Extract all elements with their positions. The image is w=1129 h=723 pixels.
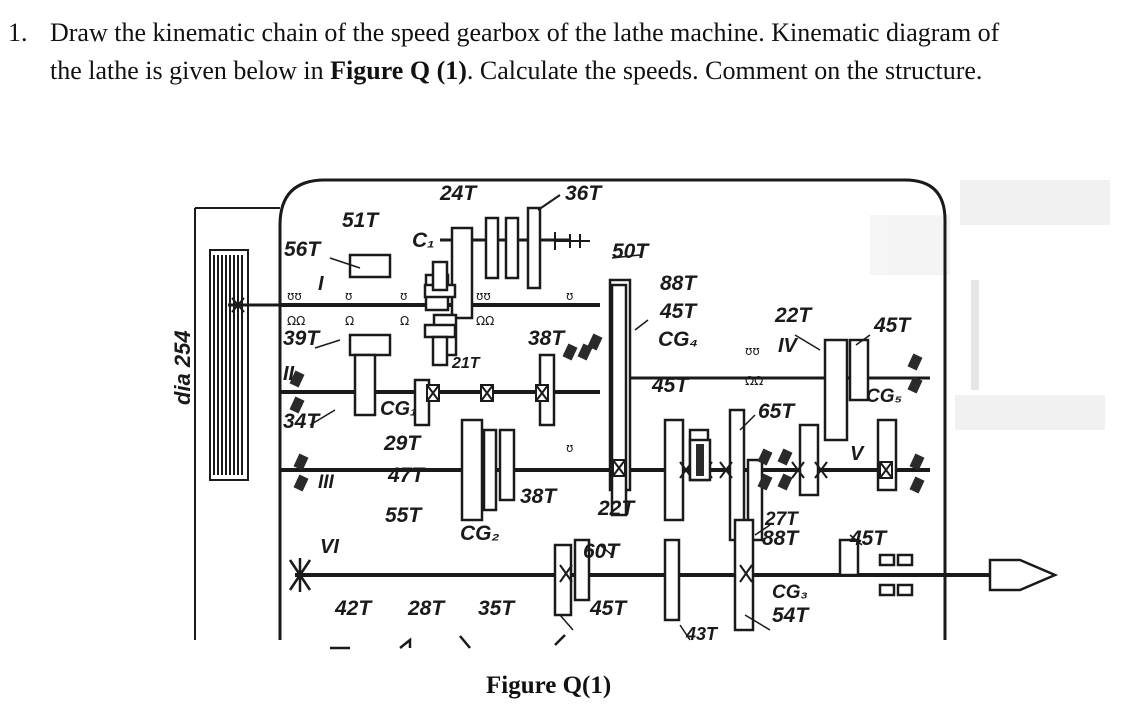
label-60T: 60T — [583, 540, 621, 563]
drive-pulley-stack — [209, 249, 280, 481]
label-shaft-I: I — [318, 273, 324, 295]
background-scan-texture — [870, 180, 1110, 430]
shaft-VI-clutch — [288, 558, 312, 592]
label-45T-a: 45T — [659, 300, 698, 323]
label-28T: 28T — [407, 597, 446, 620]
figure-caption: Figure Q(1) — [486, 672, 612, 699]
label-36T: 36T — [565, 182, 603, 205]
label-27T: 27T — [764, 509, 799, 530]
question-line-2-suffix: . Calculate the speeds. Comment on the s… — [466, 56, 983, 85]
label-shaft-II: II — [283, 363, 295, 385]
label-35T: 35T — [478, 597, 516, 620]
bearings — [289, 333, 925, 494]
svg-text:Ω: Ω — [400, 314, 409, 328]
figure-reference: Figure Q (1) — [330, 56, 467, 85]
spindle-bearings — [878, 553, 914, 597]
label-shaft-V: V — [850, 443, 865, 465]
bearing-cups: ʊʊ ΩΩ ʊ Ω ʊ Ω ʊʊ ΩΩ ʊ ʊ ʊʊ ΩΩ — [287, 289, 763, 455]
label-22T-top: 22T — [774, 304, 813, 327]
question-line-1: Draw the kinematic chain of the speed ge… — [50, 18, 1000, 47]
label-45T-bottom: 45T — [589, 597, 628, 620]
label-22T-mid: 22T — [597, 497, 636, 520]
label-43T: 43T — [685, 624, 719, 644]
label-CG1: CG₁ — [380, 398, 417, 420]
leader-lines — [309, 254, 871, 641]
label-39T: 39T — [283, 327, 321, 350]
question-line-2: the lathe is given below in Figure Q (1)… — [50, 52, 982, 90]
label-42T: 42T — [334, 597, 373, 620]
label-24T: 24T — [439, 182, 478, 205]
label-47T: 47T — [387, 464, 426, 487]
svg-text:ΩΩ: ΩΩ — [287, 314, 305, 328]
gear-labels: 24T 36T 51T C₁ 56T 50T I 88T 45T 22T 45T… — [283, 182, 912, 644]
vertical-clutch — [688, 438, 712, 482]
label-CG2: CG₂ — [460, 522, 500, 545]
label-CG5: CG₅ — [866, 386, 903, 407]
label-45T-low: 45T — [849, 527, 888, 550]
shift-lever — [537, 194, 590, 250]
label-C1: C₁ — [412, 229, 435, 252]
svg-text:ʊʊ: ʊʊ — [745, 344, 760, 358]
label-CG3: CG₃ — [772, 582, 808, 603]
label-38T-mid: 38T — [520, 485, 558, 508]
svg-text:ʊʊ: ʊʊ — [476, 289, 491, 303]
label-65T: 65T — [758, 400, 796, 423]
kinematic-diagram: dia 254 — [170, 178, 1110, 650]
svg-text:ʊ: ʊ — [566, 289, 573, 303]
label-55T: 55T — [385, 504, 423, 527]
svg-text:ʊ: ʊ — [566, 441, 573, 455]
label-shaft-IV: IV — [778, 335, 799, 357]
label-21T: 21T — [451, 355, 481, 372]
svg-text:ʊʊ: ʊʊ — [287, 289, 302, 303]
svg-text:ΩΩ: ΩΩ — [476, 314, 494, 328]
label-CG4: CG₄ — [658, 328, 698, 351]
label-54T: 54T — [772, 604, 810, 627]
svg-text:ʊ: ʊ — [345, 289, 352, 303]
label-88T-top: 88T — [660, 272, 698, 295]
spindle-nose — [988, 558, 1059, 592]
label-29T: 29T — [383, 432, 422, 455]
question-line-2-prefix: the lathe is given below in — [50, 56, 331, 85]
label-38T-top: 38T — [528, 327, 566, 350]
label-34T: 34T — [283, 410, 321, 433]
svg-text:ΩΩ: ΩΩ — [745, 374, 763, 388]
bottom-stubs — [330, 634, 566, 650]
gearbox-housing — [278, 178, 947, 640]
clutch-T-symbols — [423, 260, 457, 367]
question-number: 1. — [8, 18, 28, 47]
label-shaft-VI: VI — [320, 536, 339, 558]
label-45T-right: 45T — [873, 314, 912, 337]
label-50T: 50T — [612, 240, 650, 263]
label-shaft-III: III — [318, 472, 335, 493]
label-56T: 56T — [284, 238, 322, 261]
clutch-boxes — [426, 384, 893, 583]
gear-50T-stack — [610, 283, 628, 517]
svg-text:Ω: Ω — [345, 314, 354, 328]
label-51T: 51T — [342, 209, 380, 232]
label-88T-low: 88T — [762, 527, 800, 550]
gear-block-C1-top — [450, 226, 474, 320]
pulley-diameter-label: dia 254 — [170, 330, 195, 405]
label-45T-mid: 45T — [651, 374, 690, 397]
svg-text:ʊ: ʊ — [400, 289, 407, 303]
